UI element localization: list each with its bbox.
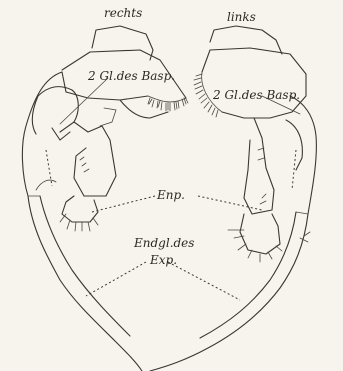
label-left: links bbox=[227, 11, 256, 23]
label-endopodite: Enp. bbox=[157, 189, 185, 201]
label-exopodite-end-line1: Endgl.des bbox=[134, 237, 194, 249]
label-right: rechts bbox=[104, 7, 142, 19]
right-basipodite-setae bbox=[148, 96, 188, 111]
label-basipodite-left: 2 Gl.des Basp. bbox=[213, 89, 300, 101]
label-exopodite-end-line2: Exp. bbox=[150, 254, 177, 266]
label-basipodite-right: 2 Gl.des Basp. bbox=[88, 70, 175, 82]
